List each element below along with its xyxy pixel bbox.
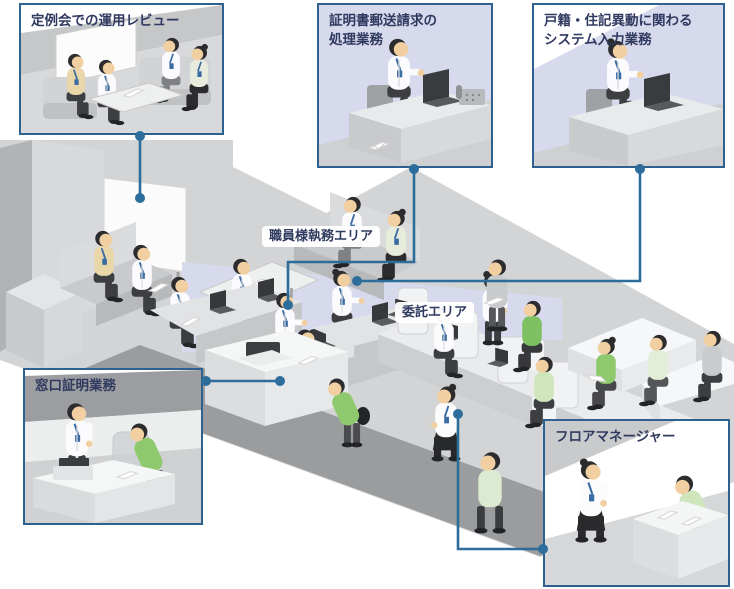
- callout-title-floor-manager: フロアマネージャー: [555, 429, 676, 444]
- laptop-icon: [487, 347, 508, 367]
- callout-title-meeting-review: 定例会での運用レビュー: [31, 13, 180, 28]
- callout-floor-manager: フロアマネージャー: [543, 419, 730, 587]
- callout-meeting-review: 定例会での運用レビュー: [19, 3, 224, 135]
- paper: [585, 374, 608, 383]
- meeting-review-illustration: [21, 5, 222, 133]
- person-customer-green: [513, 300, 543, 373]
- floor-manager-illustration: [545, 421, 728, 585]
- person-floor-manager: [431, 383, 461, 462]
- callout-title-system-input: 戸籍・住記異動に関わる システム入力業務: [544, 13, 693, 47]
- paper: [680, 516, 703, 526]
- person-meeting-a: [66, 53, 94, 120]
- callout-title-window-certificate: 窓口証明業務: [35, 378, 116, 393]
- person-window-customer: [328, 378, 363, 448]
- callout-system-input: 戸籍・住記異動に関わる システム入力業務: [532, 3, 725, 168]
- paper: [122, 88, 145, 98]
- paper: [147, 283, 170, 293]
- area-label-consignment-area: 委託エリア: [395, 302, 475, 323]
- person-waiting-green: [587, 336, 617, 411]
- callout-mail-request-processing: 証明書郵送請求の 処理業務: [317, 3, 493, 168]
- system-input-illustration: [534, 5, 723, 166]
- laptop-icon: [372, 302, 398, 326]
- mail-request-illustration: [319, 38, 491, 166]
- person-waiting-gray: [693, 330, 723, 403]
- paper: [179, 317, 202, 327]
- area-label-staff-work-area: 職員様執務エリア: [262, 226, 381, 247]
- person-floor-manager-figure: [575, 458, 608, 543]
- person-meeting-2: [131, 244, 161, 317]
- person-meeting-1: [93, 230, 123, 303]
- paper: [483, 297, 506, 306]
- laptop-icon: [258, 278, 284, 302]
- paper: [297, 356, 320, 365]
- paper: [656, 510, 679, 520]
- callout-title-mail-request: 証明書郵送請求の 処理業務: [329, 13, 437, 47]
- callout-window-certificate: 窓口証明業務: [23, 368, 203, 525]
- paper: [116, 471, 139, 480]
- laptop-icon: [210, 290, 236, 314]
- window-certificate-illustration: [25, 370, 201, 523]
- person-waiting-pale: [639, 334, 669, 407]
- person-meeting-d: [181, 43, 209, 112]
